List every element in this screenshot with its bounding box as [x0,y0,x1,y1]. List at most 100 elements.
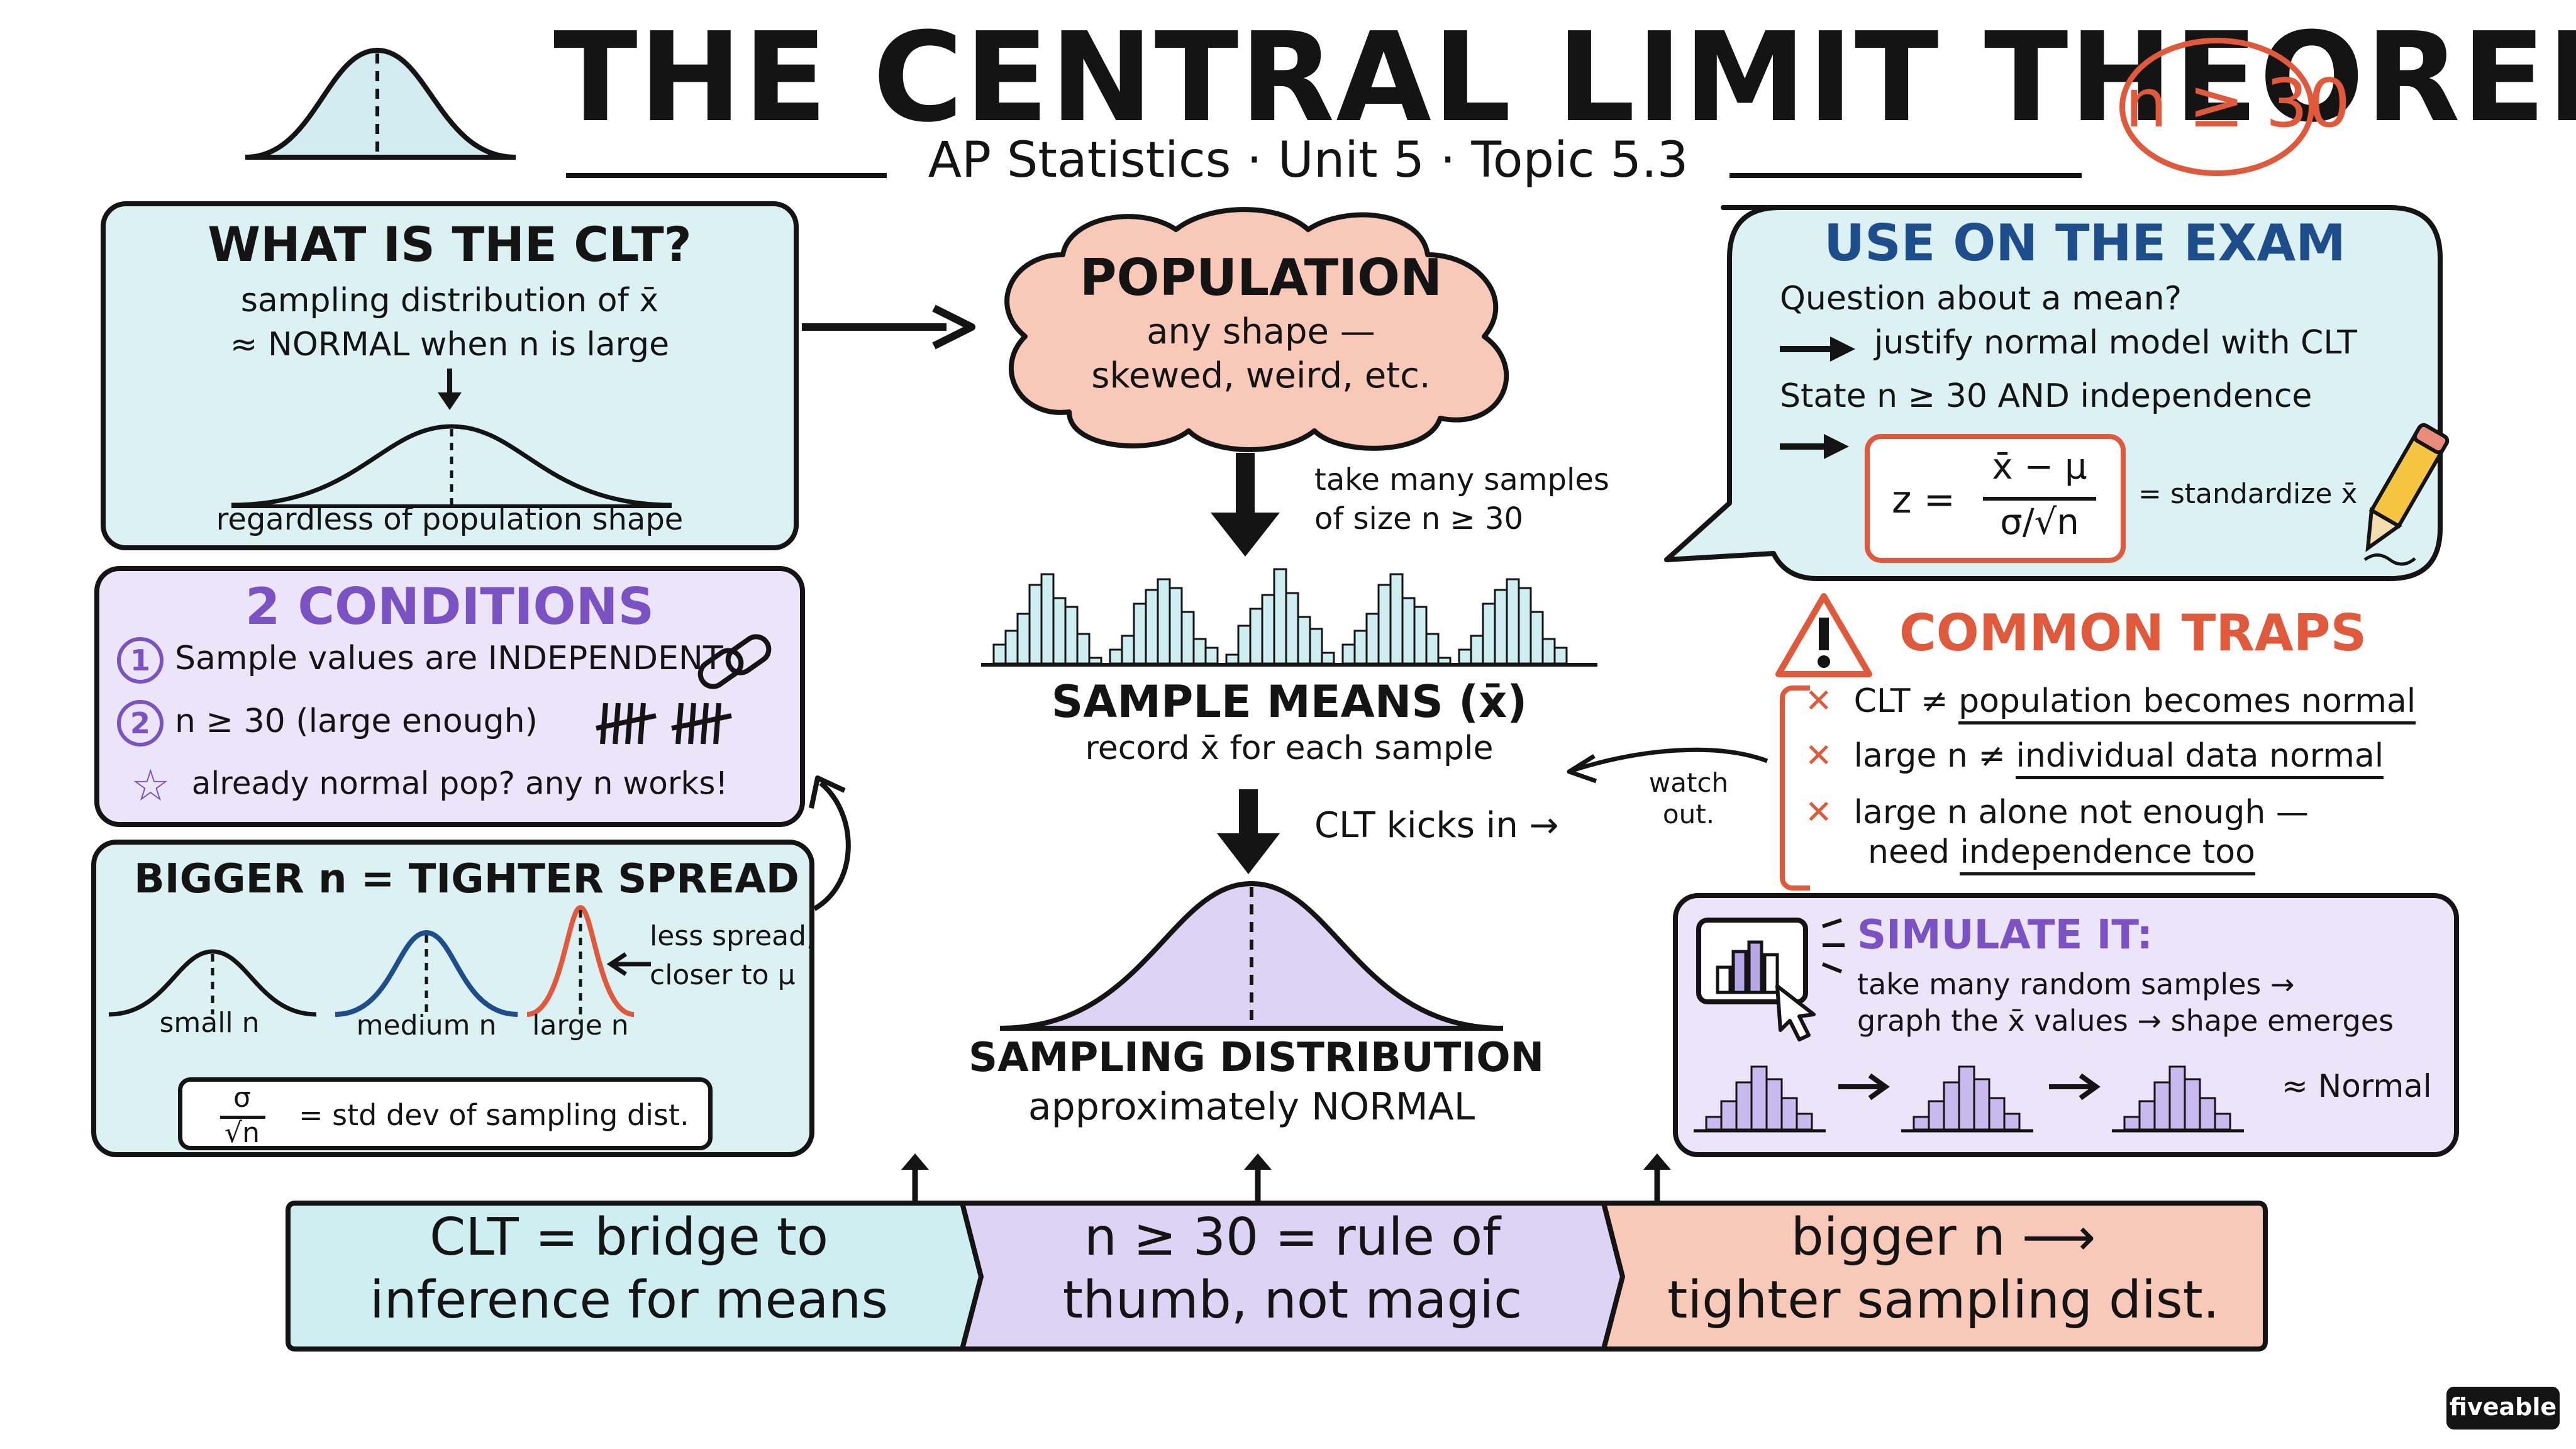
large-n-curve-icon [526,904,635,1017]
subtitle-line-right [1729,173,2082,178]
sample-means-histograms [981,568,1597,667]
subtitle-line-left [566,173,887,178]
exam-speech-bubble [1664,205,2443,581]
histogram-bar [2168,1065,2186,1131]
histogram-bar [1780,1097,1798,1131]
right-arrow-icon [1838,1073,1890,1101]
footer-left-line1: CLT = bridge to [429,1208,829,1267]
condition-item: ☆already normal pop? any n works! [131,760,728,811]
histogram-bar [2153,1081,2171,1131]
histogram-bar [1541,638,1556,665]
histogram-bar [1437,657,1452,665]
histogram-bar [1249,608,1263,665]
histogram-bar [1064,606,1079,665]
left-arrow-icon [606,952,651,976]
histogram-bar [1913,1116,1930,1131]
histogram-bar [1401,597,1416,665]
header-bell-curve [245,47,516,160]
histogram-bar [1341,643,1356,665]
histogram-bar [992,643,1007,665]
histogram-bar [1192,638,1207,665]
right-arrow-icon [802,304,975,350]
histogram-bar [2214,1113,2231,1131]
histogram-bar [2199,1097,2216,1131]
histogram-bar [2003,1113,2021,1131]
bigger-n-panel: BIGGER n = TIGHTER SPREAD less spread, c… [91,840,815,1157]
histogram-bar [1553,647,1568,665]
right-arrow-icon [1780,434,1849,459]
page-title: THE CENTRAL LIMIT THEOREM [553,6,2576,150]
histogram-bar [1169,587,1183,665]
histogram-bar [1928,1100,1945,1131]
histogram-bar [1750,1065,1768,1131]
up-arrow-icon [1643,1153,1671,1201]
histogram-bar [1735,1081,1753,1131]
histogram-bar [1004,630,1019,665]
histogram-bar [1988,1097,2006,1131]
histogram-bar [1720,1100,1738,1131]
page-subtitle: AP Statistics · Unit 5 · Topic 5.3 [928,132,1689,189]
normal-curve-icon [231,424,672,508]
trap-item: ✕CLT ≠ population becomes normal [1805,682,2416,724]
histogram-bar [1482,602,1496,665]
n-30-badge: n ≥ 30 [2119,38,2350,176]
small-n-curve-icon [108,949,317,1017]
histogram-bar [1458,648,1472,665]
simulate-title: SIMULATE IT: [1857,912,2153,958]
histogram-bar [1958,1065,1975,1131]
footer-left-line2: inference for means [369,1270,889,1330]
down-arrow-icon [1217,789,1280,874]
warning-icon [1775,593,1872,677]
histogram-bar [2138,1100,2156,1131]
histogram-bar [1309,628,1323,665]
histogram-bar [1470,635,1484,665]
common-traps-title: COMMON TRAPS [1899,604,2367,662]
right-arrow-icon [1780,336,1855,362]
sampling-distribution-curve [999,880,1504,1031]
histogram-bar [1040,573,1055,665]
trap-item: ✕large n ≠ individual data normal [1805,737,2384,779]
histogram-bar [2184,1078,2201,1131]
histogram-bar [1109,648,1123,665]
histogram-bar [1413,606,1428,665]
right-arrow-icon [2049,1073,2101,1101]
exam-title: USE ON THE EXAM [1824,214,2346,272]
histogram-bar [1494,589,1508,665]
histogram-bar [1225,653,1240,665]
histogram-bar [1377,584,1392,665]
x-mark-icon: ✕ [1805,682,1833,720]
motion-lines-icon [1821,918,1845,974]
histogram-bar [1973,1078,1990,1131]
what-is-clt-title: WHAT IS THE CLT? [208,216,692,272]
pencil-icon [2363,423,2450,566]
bigger-n-title: BIGGER n = TIGHTER SPREAD [134,856,799,902]
histogram-bar [1121,635,1135,665]
footer-banner [286,1201,2268,1352]
footer-middle-line2: thumb, not magic [1062,1270,1523,1330]
histogram-bar [1261,594,1275,665]
what-is-clt-panel: WHAT IS THE CLT? sampling distribution o… [101,201,799,550]
down-arrow-icon [1211,453,1280,557]
x-mark-icon: ✕ [1805,794,1833,831]
footer-right-line1: bigger n ⟶ [1790,1208,2096,1267]
histogram-bar [1204,647,1219,665]
footer-right-line2: tighter sampling dist. [1667,1270,2219,1330]
conditions-title: 2 CONDITIONS [245,577,655,636]
histogram-bar [1180,611,1195,665]
star-icon: ☆ [131,760,170,811]
medium-n-curve-icon [335,930,518,1017]
histogram-bar [1016,613,1031,665]
down-arrow-icon [438,369,462,410]
tally-marks-icon [596,702,732,745]
histogram-bar [2123,1116,2141,1131]
population-title: POPULATION [1079,248,1443,307]
population-cloud [1004,207,1509,452]
histogram-bar [1145,589,1159,665]
fiveable-logo: fiveable [2446,1387,2560,1430]
footer-middle-line1: n ≥ 30 = rule of [1084,1208,1501,1267]
curved-left-arrow-icon [1567,747,1768,784]
x-mark-icon: ✕ [1805,737,1833,775]
simulate-panel: SIMULATE IT: take many random samples → … [1673,893,2459,1157]
